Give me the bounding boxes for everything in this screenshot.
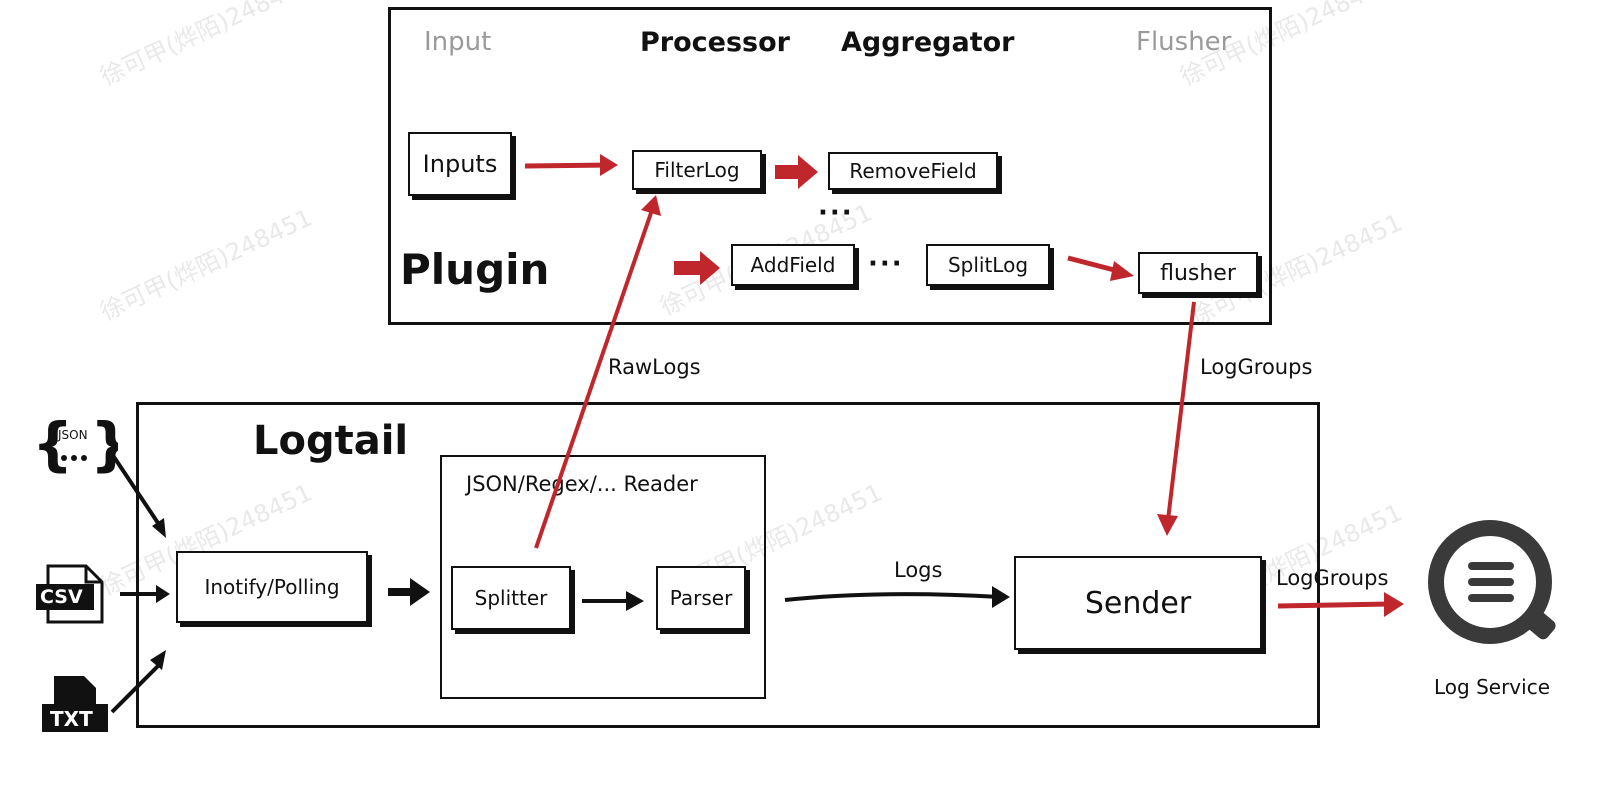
arrowhead — [156, 585, 170, 603]
addfield-node[interactable]: AddField — [731, 244, 855, 286]
column-header-aggregator: Aggregator — [841, 27, 1015, 58]
removefield-node[interactable]: RemoveField — [828, 152, 998, 190]
arrowhead — [600, 154, 618, 176]
arrow-json-in — [110, 452, 162, 528]
arrowhead — [410, 578, 430, 606]
reader-frame — [440, 455, 766, 699]
sender-node[interactable]: Sender — [1014, 556, 1262, 650]
log-service-icon[interactable] — [1424, 516, 1564, 652]
arrowhead — [992, 586, 1010, 608]
arrowhead — [1110, 261, 1134, 281]
csv-label: CSV — [40, 586, 83, 608]
logs-label: Logs — [894, 558, 943, 582]
arrow-rawlogs — [534, 209, 654, 549]
arrowhead — [626, 591, 644, 611]
svg-text:{: { — [32, 410, 73, 476]
column-header-input: Input — [424, 27, 492, 57]
loggroups-label-out: LogGroups — [1276, 566, 1389, 590]
inputs-node[interactable]: Inputs — [408, 132, 512, 196]
loggroups-label-top: LogGroups — [1200, 355, 1313, 379]
arrowhead — [700, 251, 720, 285]
arrow-logs — [784, 592, 1001, 602]
ellipsis: ··· — [818, 198, 854, 228]
arrowhead — [1384, 592, 1404, 617]
logtail-title: Logtail — [253, 418, 409, 464]
column-header-flusher: Flusher — [1136, 27, 1232, 57]
svg-text:}: } — [90, 410, 118, 476]
inotify-polling-node[interactable]: Inotify/Polling — [176, 551, 368, 623]
plugin-title: Plugin — [400, 245, 550, 294]
arrow-loggroups-out — [1277, 601, 1391, 609]
splitter-node[interactable]: Splitter — [451, 566, 571, 630]
log-service-label: Log Service — [1434, 675, 1550, 699]
arrow-loggroups-top — [1166, 301, 1196, 521]
splitlog-node[interactable]: SplitLog — [926, 244, 1050, 286]
arrowhead — [1157, 514, 1178, 536]
column-header-processor: Processor — [640, 27, 790, 58]
filterlog-node[interactable]: FilterLog — [632, 150, 762, 190]
json-label: JSON — [58, 428, 88, 442]
arrowhead — [152, 518, 166, 538]
ellipsis: ··· — [868, 249, 904, 279]
reader-title: JSON/Regex/... Reader — [466, 472, 698, 496]
json-file-icon: { } JSON — [32, 410, 131, 478]
arrow-txt-in — [110, 662, 162, 714]
txt-label: TXT — [50, 707, 93, 731]
txt-file-icon: TXT — [42, 676, 108, 732]
arrowhead — [798, 155, 818, 189]
arrow-inputs-filterlog — [524, 162, 613, 169]
flusher-node[interactable]: flusher — [1138, 252, 1258, 294]
rawlogs-label: RawLogs — [608, 355, 701, 379]
logtail-frame — [136, 402, 1320, 728]
plugin-frame — [388, 7, 1272, 325]
arrowhead — [150, 650, 166, 670]
arrowhead — [641, 195, 661, 216]
parser-node[interactable]: Parser — [656, 566, 746, 630]
csv-file-icon: CSV — [34, 564, 106, 624]
